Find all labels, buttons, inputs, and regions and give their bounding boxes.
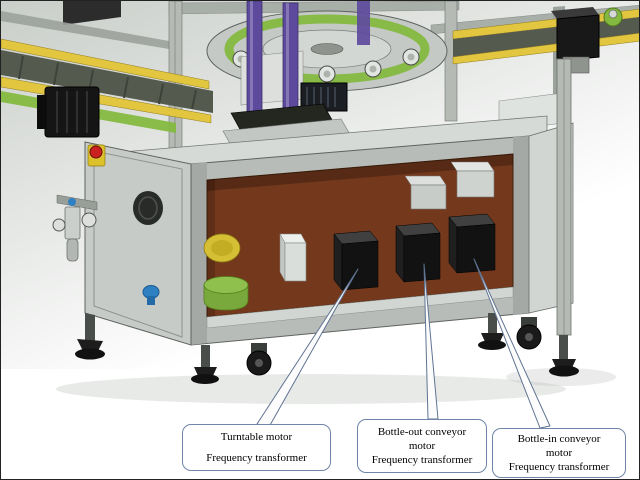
feet-and-casters	[75, 313, 579, 384]
control-cabinet	[84, 141, 192, 346]
callout-text: Turntable motor	[220, 431, 293, 444]
callout-text: Frequency transformer	[206, 451, 307, 464]
bottle-out-motor-transformer	[395, 222, 441, 283]
outfeed-motor	[556, 14, 600, 62]
filter-bowl	[66, 238, 79, 262]
turntable-motor-transformer	[333, 230, 379, 291]
callout-text: Bottle-out conveyor	[377, 425, 467, 438]
regulator-knob	[68, 198, 76, 206]
machine-cabinet	[190, 135, 530, 346]
white-junction-box	[279, 233, 307, 282]
yellow-coupling	[203, 233, 241, 263]
leveling-foot	[75, 348, 105, 360]
callout-turntable-motor: Turntable motor Frequency transformer	[182, 424, 331, 471]
leveling-foot	[478, 340, 506, 350]
callout-text: motor	[408, 439, 436, 452]
cabinet-right-side	[528, 58, 574, 336]
turntable-hub	[310, 43, 344, 55]
guide-column	[282, 2, 299, 124]
air-filter-regulator	[52, 194, 98, 262]
pressure-gauge	[81, 212, 97, 228]
guide-column	[246, 1, 263, 122]
leader-line-bottle-in	[473, 258, 551, 429]
bottle-in-conveyor	[1, 38, 213, 138]
conveyor-rail	[1, 38, 210, 90]
cooling-vent	[133, 191, 163, 225]
callout-bottle-out-conveyor-motor: Bottle-out conveyor motor Frequency tran…	[357, 419, 487, 473]
conveyor-motor	[44, 86, 100, 138]
frame-bracket	[63, 1, 121, 25]
cabinet-sill	[206, 286, 514, 329]
callout-text: Bottle-in conveyor	[517, 432, 601, 445]
bottle-out-conveyor	[452, 7, 639, 74]
leader-lines	[256, 258, 551, 429]
callout-text: motor	[545, 446, 573, 459]
leveling-foot	[549, 365, 579, 377]
floor-shadow	[56, 374, 566, 404]
callout-text: Frequency transformer	[371, 454, 473, 467]
pressure-gauge	[52, 218, 66, 232]
green-drum	[203, 276, 249, 311]
guide-column	[357, 1, 370, 45]
electrical-box	[450, 161, 495, 198]
bottle-in-motor-transformer	[448, 213, 496, 274]
callout-bottle-in-conveyor-motor: Bottle-in conveyor motor Frequency trans…	[492, 428, 626, 478]
leveling-foot	[191, 374, 219, 384]
cabinet-door	[93, 150, 183, 338]
callout-text: Frequency transformer	[508, 461, 610, 474]
emergency-stop-button	[89, 145, 103, 159]
electrical-box	[404, 175, 447, 210]
